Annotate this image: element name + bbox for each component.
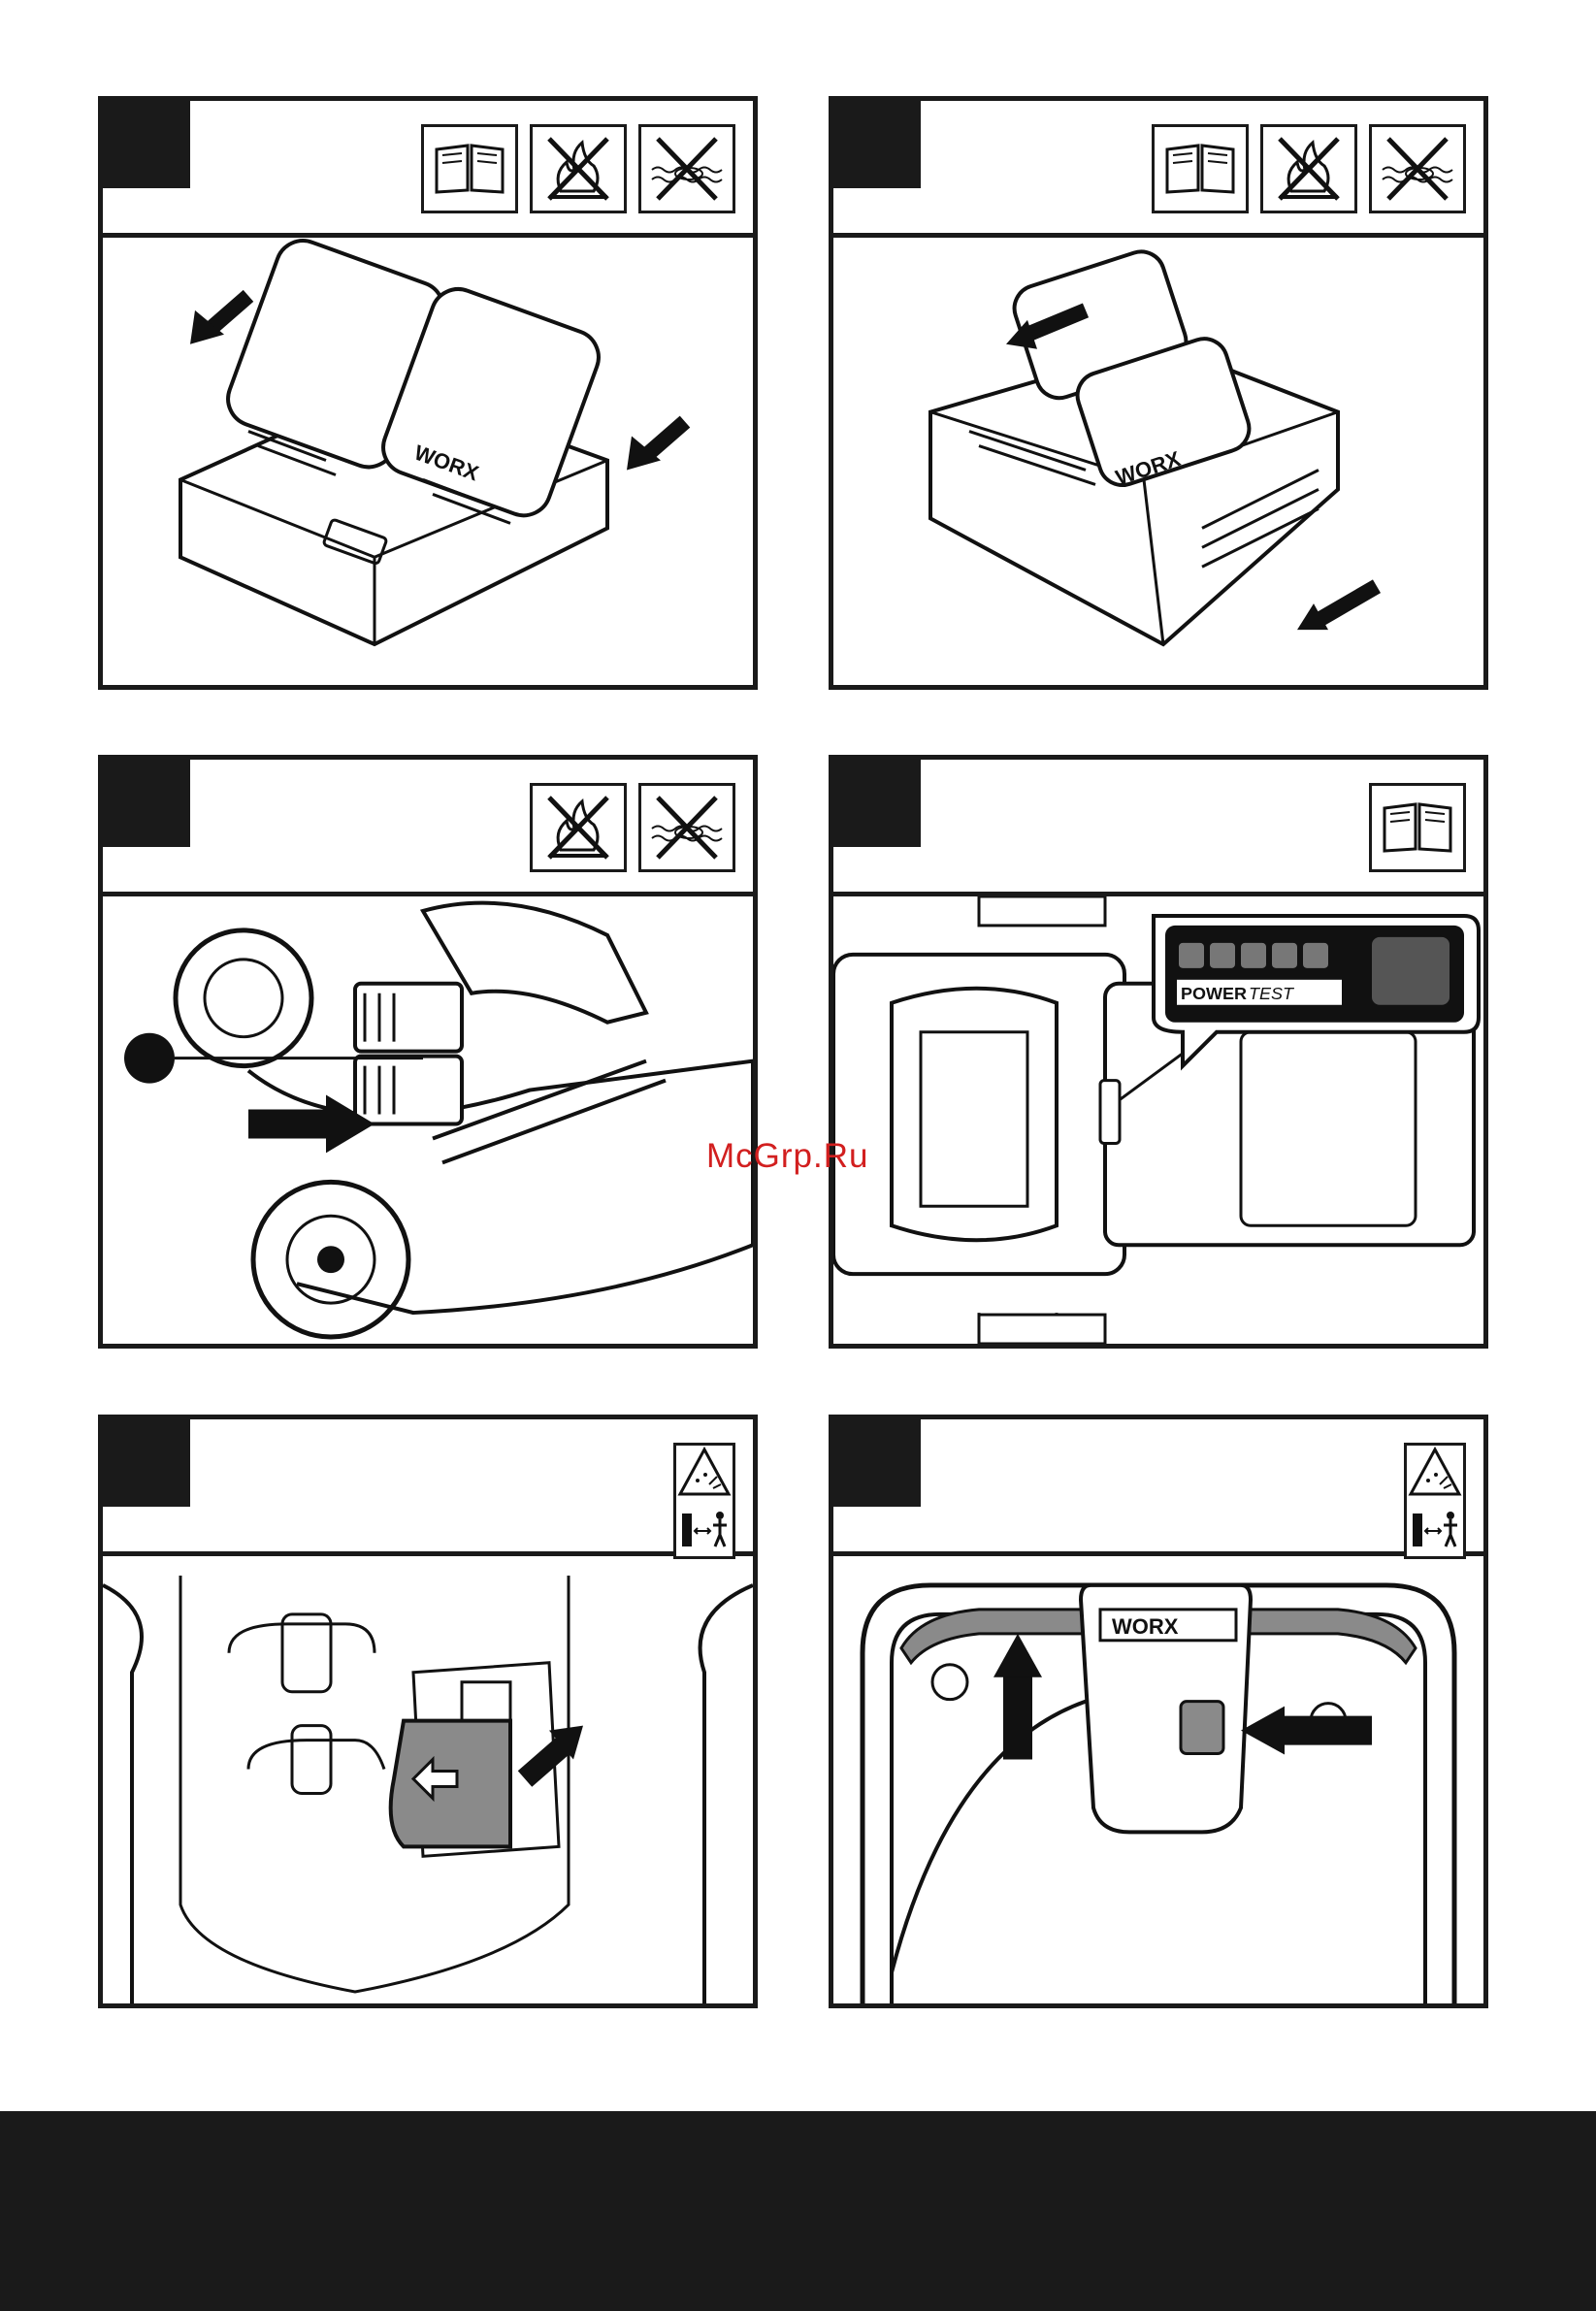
callout-marker	[124, 1033, 175, 1084]
thrown-object-warning-icon	[676, 1446, 733, 1500]
panel-header	[103, 760, 753, 896]
panel-header	[833, 1419, 1483, 1556]
step-panel-6: WORX	[829, 1415, 1488, 2008]
illustration-dual-charger-remove-batteries: WORX	[103, 238, 753, 685]
manual-book-icon	[1369, 783, 1466, 872]
power-led	[1179, 943, 1204, 968]
safety-icon-stack	[673, 1443, 735, 1559]
no-water-disposal-icon	[1369, 124, 1466, 213]
step-panel-1: WORX	[98, 96, 758, 690]
step-number-block	[833, 760, 921, 847]
panel-header	[103, 101, 753, 238]
step-panel-3	[98, 755, 758, 1349]
panel-header	[103, 1419, 753, 1556]
manual-book-icon	[421, 124, 518, 213]
step-panel-2: WORX	[829, 96, 1488, 690]
keep-distance-icon	[676, 1502, 733, 1556]
step-number-block	[833, 1419, 921, 1507]
manual-book-icon	[1152, 124, 1249, 213]
safety-icon-stack	[1404, 1443, 1466, 1559]
no-water-disposal-icon	[638, 124, 735, 213]
illustration-insert-batteries-into-mower	[103, 896, 753, 1344]
site-watermark: McGrp.Ru	[706, 1137, 868, 1176]
power-led	[1303, 943, 1328, 968]
safety-switch	[1181, 1702, 1223, 1754]
panel-header	[833, 101, 1483, 238]
footer-band	[0, 2111, 1596, 2311]
handle-brand-logo: WORX	[1112, 1614, 1179, 1639]
power-test-label: POWER	[1181, 984, 1247, 1003]
no-fire-icon	[530, 124, 627, 213]
illustration-power-test-indicator: POWER TEST	[833, 896, 1483, 1344]
step-number-block	[833, 101, 921, 188]
step-panel-5	[98, 1415, 758, 2008]
power-test-button	[1372, 937, 1449, 1005]
step-panel-4: POWER TEST	[829, 755, 1488, 1349]
no-fire-icon	[1260, 124, 1357, 213]
illustration-insert-safety-key	[103, 1556, 753, 2003]
no-fire-icon	[530, 783, 627, 872]
no-water-disposal-icon	[638, 783, 735, 872]
illustration-dual-charger-side-view: WORX	[833, 238, 1483, 685]
thrown-object-warning-icon	[1407, 1446, 1463, 1500]
step-number-block	[103, 1419, 190, 1507]
power-led	[1272, 943, 1297, 968]
step-number-block	[103, 101, 190, 188]
step-number-block	[103, 760, 190, 847]
power-led	[1210, 943, 1235, 968]
keep-distance-icon	[1407, 1502, 1463, 1556]
illustration-handle-safety-switch: WORX	[833, 1556, 1483, 2003]
panel-header	[833, 760, 1483, 896]
power-test-label-italic: TEST	[1249, 984, 1295, 1003]
power-led	[1241, 943, 1266, 968]
